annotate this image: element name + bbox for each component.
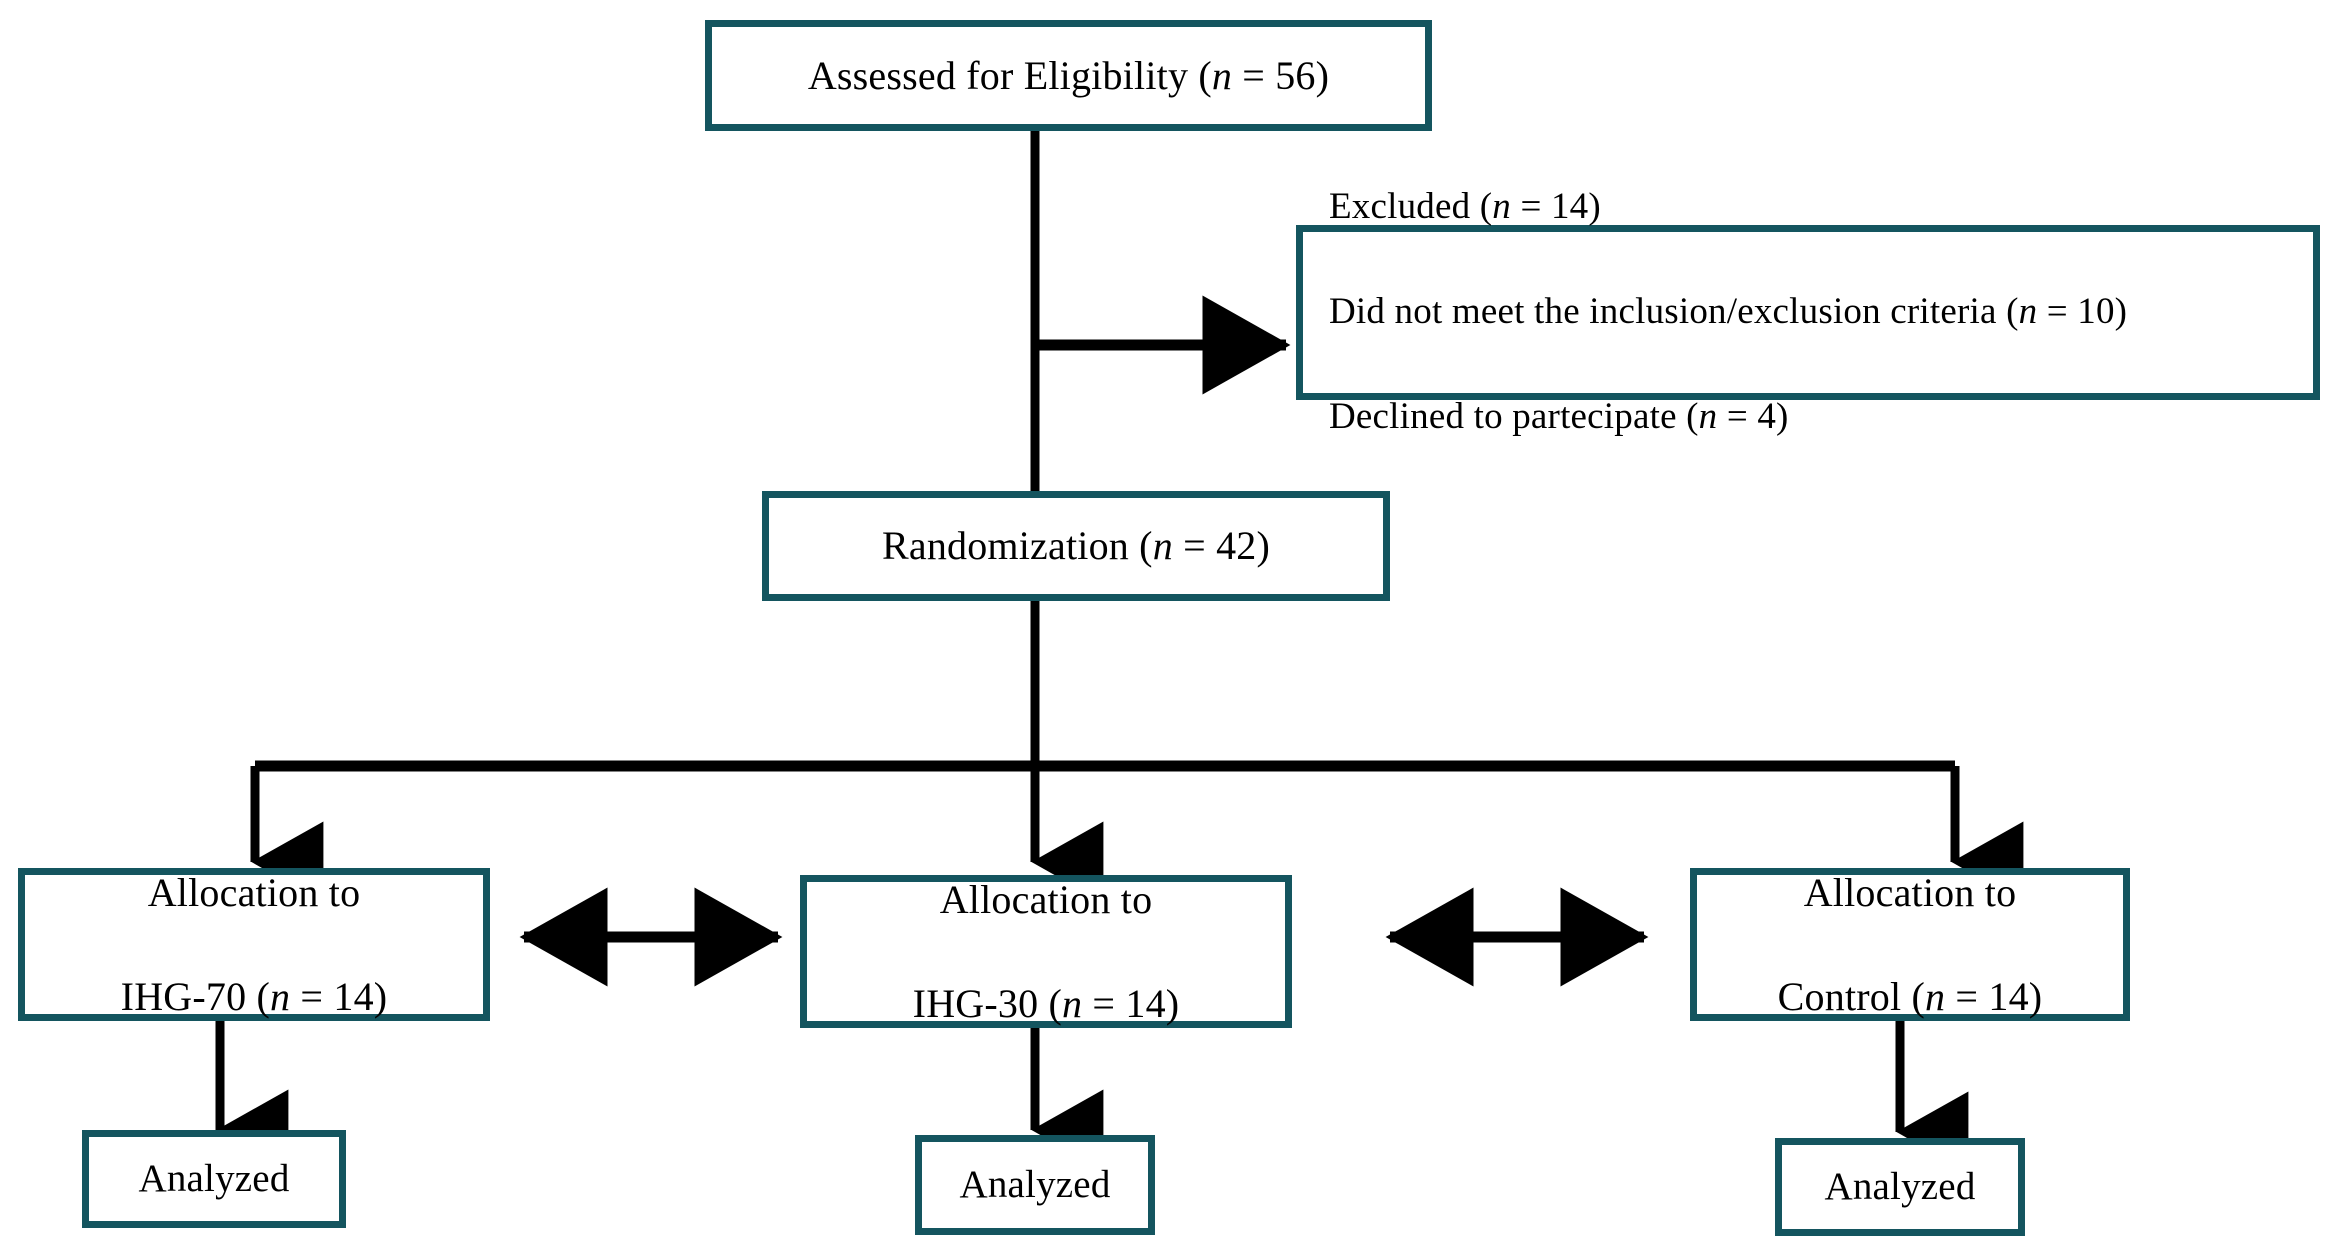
randomization-n-symbol: n — [1152, 523, 1173, 568]
excluded-line-declined: Declined to partecipate (n = 4) — [1329, 391, 2127, 444]
alloc-ihg30-line1: Allocation to — [939, 876, 1153, 922]
excluded-line2-before: Did not meet the inclusion/exclusion cri… — [1329, 291, 2019, 333]
alloc-ihg30-n-symbol: n — [1062, 980, 1083, 1026]
excluded-line3-n: n — [1698, 396, 1718, 438]
alloc-ihg70-line2: IHG-70 (n = 14) — [121, 971, 388, 1023]
node-analyzed-ihg-70[interactable]: Analyzed — [82, 1130, 346, 1228]
node-randomization[interactable]: Randomization (n = 42) — [762, 491, 1390, 601]
node-allocation-ihg-70[interactable]: Allocation to IHG-70 (n = 14) — [18, 868, 490, 1021]
alloc-ihg70-line1: Allocation to — [147, 869, 361, 915]
node-allocation-control-label: Allocation to Control (n = 14) — [1768, 815, 2053, 1075]
excluded-line1-before: Excluded ( — [1329, 186, 1493, 228]
alloc-control-line1: Allocation to — [1803, 869, 2017, 915]
node-analyzed-control-label: Analyzed — [1824, 1164, 1976, 1208]
node-allocation-ihg-30-label: Allocation to IHG-30 (n = 14) — [903, 822, 1190, 1082]
alloc-ihg70-line2-before: IHG-70 ( — [120, 973, 271, 1019]
alloc-ihg70-n-symbol: n — [270, 973, 291, 1019]
excluded-line3-before: Declined to partecipate ( — [1329, 396, 1699, 438]
excluded-line2-n: n — [2018, 291, 2038, 333]
node-analyzed-ihg-30-label: Analyzed — [959, 1162, 1111, 1206]
randomization-text-after: = 42) — [1172, 523, 1270, 568]
alloc-control-line2-before: Control ( — [1777, 973, 1926, 1019]
node-assessed-label: Assessed for Eligibility (n = 56) — [798, 50, 1339, 102]
excluded-line3-after: = 4) — [1717, 396, 1789, 438]
node-analyzed-ihg-70-label: Analyzed — [138, 1156, 290, 1200]
node-analyzed-control[interactable]: Analyzed — [1775, 1138, 2025, 1236]
node-allocation-ihg-70-label: Allocation to IHG-70 (n = 14) — [111, 815, 398, 1075]
excluded-line1-after: = 14) — [1511, 186, 1601, 228]
randomization-text-before: Randomization ( — [881, 523, 1153, 568]
assessed-text-after: = 56) — [1232, 52, 1330, 98]
excluded-line1-n: n — [1492, 186, 1511, 228]
assessed-n-symbol: n — [1211, 52, 1233, 98]
node-allocation-ihg-30[interactable]: Allocation to IHG-30 (n = 14) — [800, 875, 1292, 1028]
alloc-control-n-symbol: n — [1925, 973, 1946, 1019]
alloc-ihg30-line2-before: IHG-30 ( — [912, 980, 1063, 1026]
node-randomization-label: Randomization (n = 42) — [872, 520, 1280, 572]
node-excluded[interactable]: Excluded (n = 14) Did not meet the inclu… — [1296, 186, 2320, 437]
excluded-line-total: Excluded (n = 14) — [1329, 181, 2127, 234]
excluded-line-criteria: Did not meet the inclusion/exclusion cri… — [1329, 286, 2127, 339]
alloc-control-line2-after: = 14) — [1945, 973, 2043, 1019]
node-allocation-control[interactable]: Allocation to Control (n = 14) — [1690, 868, 2130, 1021]
node-excluded-label: Excluded (n = 14) Did not meet the inclu… — [1303, 129, 2137, 497]
alloc-ihg30-line2-after: = 14) — [1082, 980, 1180, 1026]
assessed-text-before: Assessed for Eligibility ( — [807, 52, 1212, 98]
alloc-ihg30-line2: IHG-30 (n = 14) — [913, 978, 1180, 1030]
alloc-control-line2: Control (n = 14) — [1778, 971, 2043, 1023]
excluded-line2-after: = 10) — [2037, 291, 2128, 333]
node-assessed-for-eligibility[interactable]: Assessed for Eligibility (n = 56) — [705, 20, 1432, 131]
node-analyzed-ihg-30[interactable]: Analyzed — [915, 1135, 1155, 1235]
alloc-ihg70-line2-after: = 14) — [290, 973, 388, 1019]
